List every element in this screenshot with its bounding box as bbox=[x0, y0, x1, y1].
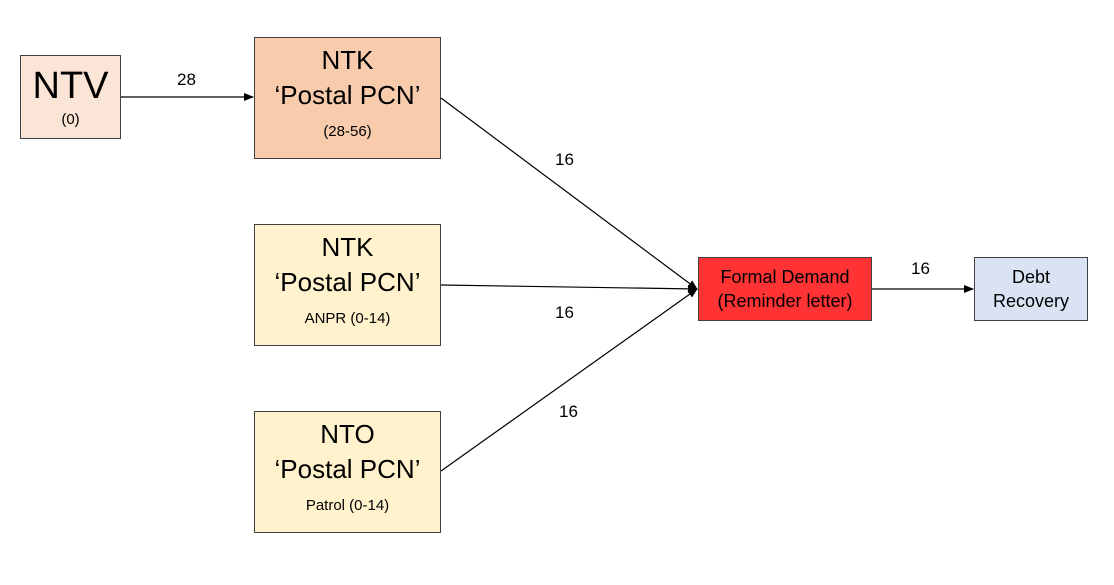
arrow-nto-to-formal-demand bbox=[440, 288, 698, 472]
node-debt-recovery: Debt Recovery bbox=[974, 257, 1088, 321]
node-formal-demand-line1: Formal Demand bbox=[720, 266, 850, 287]
node-ntv-sub: (0) bbox=[61, 111, 80, 129]
edge-label-fd-dr: 16 bbox=[911, 259, 930, 278]
node-ntv: NTV (0) bbox=[20, 55, 121, 139]
edge-label-nto-fd: 16 bbox=[559, 402, 578, 421]
node-debt-recovery-line2: Recovery bbox=[992, 291, 1070, 311]
node-ntv-title: NTV bbox=[32, 64, 109, 107]
node-ntk-anpr-title: NTK bbox=[321, 232, 374, 262]
node-nto-sub: Patrol (0-14) bbox=[305, 497, 390, 515]
node-debt-recovery-line1: Debt bbox=[1011, 266, 1051, 287]
node-ntk-postal-pcn: NTK ‘Postal PCN’ (28-56) bbox=[254, 37, 441, 159]
node-nto-title2: ‘Postal PCN’ bbox=[274, 453, 421, 484]
arrow-ntk-anpr-to-formal-demand bbox=[440, 284, 698, 293]
node-formal-demand-line2: (Reminder letter) bbox=[717, 291, 853, 311]
node-ntk-postal-title: NTK bbox=[321, 45, 374, 75]
edge-label-ntk-postal-fd: 16 bbox=[555, 150, 574, 169]
arrow-ntk-postal-to-formal-demand bbox=[440, 97, 698, 290]
node-ntk-postal-title2: ‘Postal PCN’ bbox=[274, 79, 421, 110]
edge-label-ntk-anpr-fd: 16 bbox=[555, 303, 574, 322]
node-ntk-anpr-title2: ‘Postal PCN’ bbox=[274, 266, 421, 297]
node-nto-title: NTO bbox=[320, 419, 375, 449]
node-ntk-anpr: NTK ‘Postal PCN’ ANPR (0-14) bbox=[254, 224, 441, 346]
node-ntk-postal-sub: (28-56) bbox=[323, 123, 372, 141]
node-ntk-anpr-sub: ANPR (0-14) bbox=[304, 310, 391, 328]
node-nto-patrol: NTO ‘Postal PCN’ Patrol (0-14) bbox=[254, 411, 441, 533]
edge-label-ntv-ntk: 28 bbox=[177, 70, 196, 89]
node-formal-demand: Formal Demand (Reminder letter) bbox=[698, 257, 872, 321]
